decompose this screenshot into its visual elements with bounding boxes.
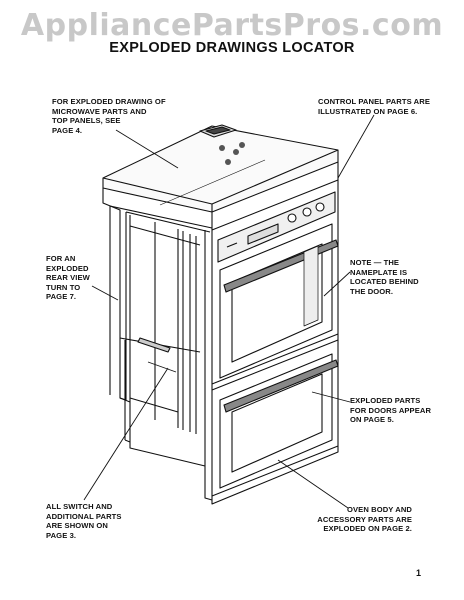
site-watermark: AppliancePartsPros.com [20, 8, 444, 43]
callout-switch-parts: ALL SWITCH AND ADDITIONAL PARTS ARE SHOW… [46, 502, 122, 540]
callout-rear-view: FOR AN EXPLODED REAR VIEW TURN TO PAGE 7… [46, 254, 90, 301]
callout-microwave-parts: FOR EXPLODED DRAWING OF MICROWAVE PARTS … [52, 97, 166, 135]
callout-oven-body: OVEN BODY AND ACCESSORY PARTS ARE EXPLOD… [317, 505, 412, 533]
page-number: 1 [416, 568, 422, 578]
callout-doors: EXPLODED PARTS FOR DOORS APPEAR ON PAGE … [350, 396, 432, 424]
callout-nameplate: NOTE — THE NAMEPLATE IS LOCATED BEHIND T… [350, 258, 419, 296]
page-title: EXPLODED DRAWINGS LOCATOR [109, 40, 355, 56]
callout-control-panel: CONTROL PANEL PARTS ARE ILLUSTRATED ON P… [318, 97, 430, 116]
